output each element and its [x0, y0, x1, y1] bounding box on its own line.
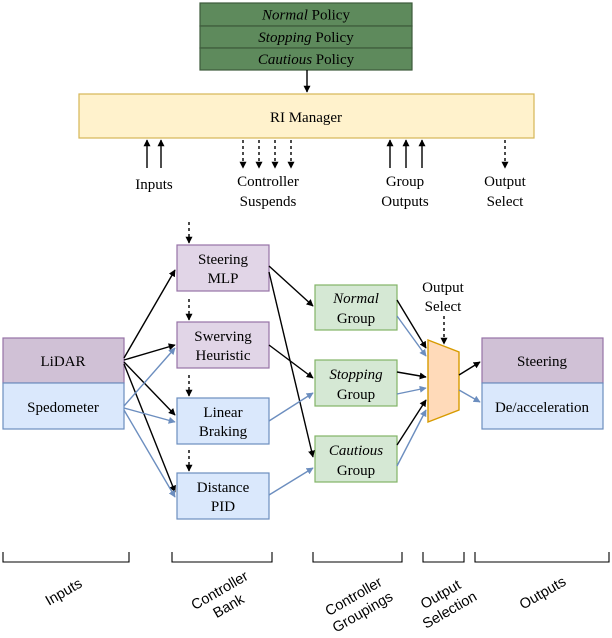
group-to-mux-arrows: [396, 299, 427, 467]
output-select-mux[interactable]: [427, 338, 460, 424]
speed-to-pid-arrow: [123, 409, 176, 498]
controller-suspends-arrows: [239, 140, 295, 169]
group-outputs-label-line1: Group: [386, 174, 424, 190]
brace-controller-bank: [171, 552, 273, 563]
section-braces: [2, 552, 610, 563]
group-normal-suffix: Group: [337, 311, 375, 327]
mux-to-steering-arrow: [458, 361, 481, 376]
section-label-outputs: Outputs: [517, 574, 569, 613]
brace-inputs: [2, 552, 130, 563]
controller-swerving-heuristic[interactable]: [176, 321, 270, 369]
ri-manager-label: RI Manager: [270, 110, 342, 126]
section-label-controller-bank: ControllerBank: [189, 568, 261, 629]
controller-swerving-label1: Swerving: [194, 329, 252, 345]
group-outputs-label-line2: Outputs: [381, 194, 429, 210]
mux-to-output-arrows: [458, 361, 481, 403]
manager-inputs-arrows: [143, 139, 165, 168]
policy-stack: Normal Policy Stopping Policy Cautious P…: [199, 2, 413, 71]
steering-to-cautious-arrow: [268, 271, 315, 458]
policy-cautious-box[interactable]: [199, 47, 413, 71]
group-cautious-suffix: Group: [337, 463, 375, 479]
brace-output-selection: [422, 552, 465, 563]
section-label-controller-groupings: ControllerGroupings: [321, 573, 396, 636]
group-normal[interactable]: [314, 284, 398, 331]
output-select-label-line2: Select: [487, 194, 524, 210]
manager-inputs-label: Inputs: [135, 177, 173, 193]
group-outputs-arrows: [386, 139, 426, 168]
steering-to-normal-arrow: [268, 265, 314, 307]
controller-steering-mlp-label2: MLP: [208, 271, 239, 287]
lidar-to-steering-arrow: [123, 269, 176, 359]
suspends-label-line2: Suspends: [240, 194, 297, 210]
stopping-to-mux-blue-arrow: [396, 385, 427, 395]
braking-to-stopping-arrow: [268, 392, 314, 422]
normal-to-mux-blue-arrow: [396, 315, 427, 357]
speed-to-swerving-arrow: [123, 347, 176, 407]
controller-to-group-arrows: [268, 265, 315, 496]
input-to-controller-arrows: [123, 269, 176, 498]
cautious-to-mux-blue-arrow: [396, 409, 427, 467]
cautious-to-mux-arrow: [396, 399, 427, 446]
group-stopping-suffix: Group: [337, 387, 375, 403]
stopping-to-mux-arrow: [396, 371, 427, 380]
ri-manager-box[interactable]: [78, 93, 535, 139]
lidar-to-pid-arrow: [123, 363, 176, 493]
group-cautious-name: Cautious: [329, 443, 383, 459]
output-select-label-line1: Output: [484, 174, 527, 190]
mux-to-accel-arrow: [458, 389, 481, 403]
controller-distance-pid-label1: Distance: [197, 480, 250, 496]
output-steering-label: Steering: [517, 354, 567, 370]
controller-linear-braking-label2: Braking: [199, 424, 248, 440]
section-label-output-selection: OutputSelection: [411, 573, 480, 632]
section-label-inputs: Inputs: [43, 576, 85, 610]
policy-stopping-label: Stopping Policy: [258, 30, 354, 46]
controller-swerving-label2: Heuristic: [196, 348, 251, 364]
mux-label-line2: Select: [425, 299, 462, 315]
controller-steering-mlp-label1: Steering: [198, 252, 248, 268]
lidar-to-swerving-arrow: [123, 343, 176, 361]
controller-steering-mlp[interactable]: [176, 244, 270, 292]
output-accel-label: De/acceleration: [495, 400, 590, 416]
group-stopping-name: Stopping: [329, 367, 383, 383]
brace-controller-groupings: [312, 552, 403, 563]
lidar-label: LiDAR: [41, 354, 86, 370]
mux-label-line1: Output: [422, 280, 465, 296]
group-stopping[interactable]: [314, 359, 398, 407]
speed-to-braking-arrow: [123, 407, 176, 424]
policy-cautious-label: Cautious Policy: [258, 52, 355, 68]
policy-normal-label: Normal Policy: [261, 8, 350, 24]
group-normal-name: Normal: [332, 291, 379, 307]
normal-to-mux-arrow: [396, 299, 427, 349]
lidar-box[interactable]: [2, 337, 125, 384]
output-accel-box[interactable]: [481, 382, 604, 430]
controller-distance-pid[interactable]: [176, 472, 270, 520]
lidar-to-braking-arrow: [123, 361, 176, 416]
pid-to-cautious-arrow: [268, 467, 314, 496]
brace-outputs: [474, 552, 610, 563]
speedometer-label: Spedometer: [27, 400, 99, 416]
controller-linear-braking[interactable]: [176, 397, 270, 445]
swerving-to-stopping-arrow: [268, 344, 314, 379]
section-labels: Inputs ControllerBank ControllerGrouping…: [43, 568, 569, 636]
controller-distance-pid-label2: PID: [211, 499, 235, 515]
group-cautious[interactable]: [314, 435, 398, 483]
output-steering-box[interactable]: [481, 337, 604, 384]
suspends-label-line1: Controller: [237, 174, 299, 190]
controller-linear-braking-label1: Linear: [203, 405, 242, 421]
